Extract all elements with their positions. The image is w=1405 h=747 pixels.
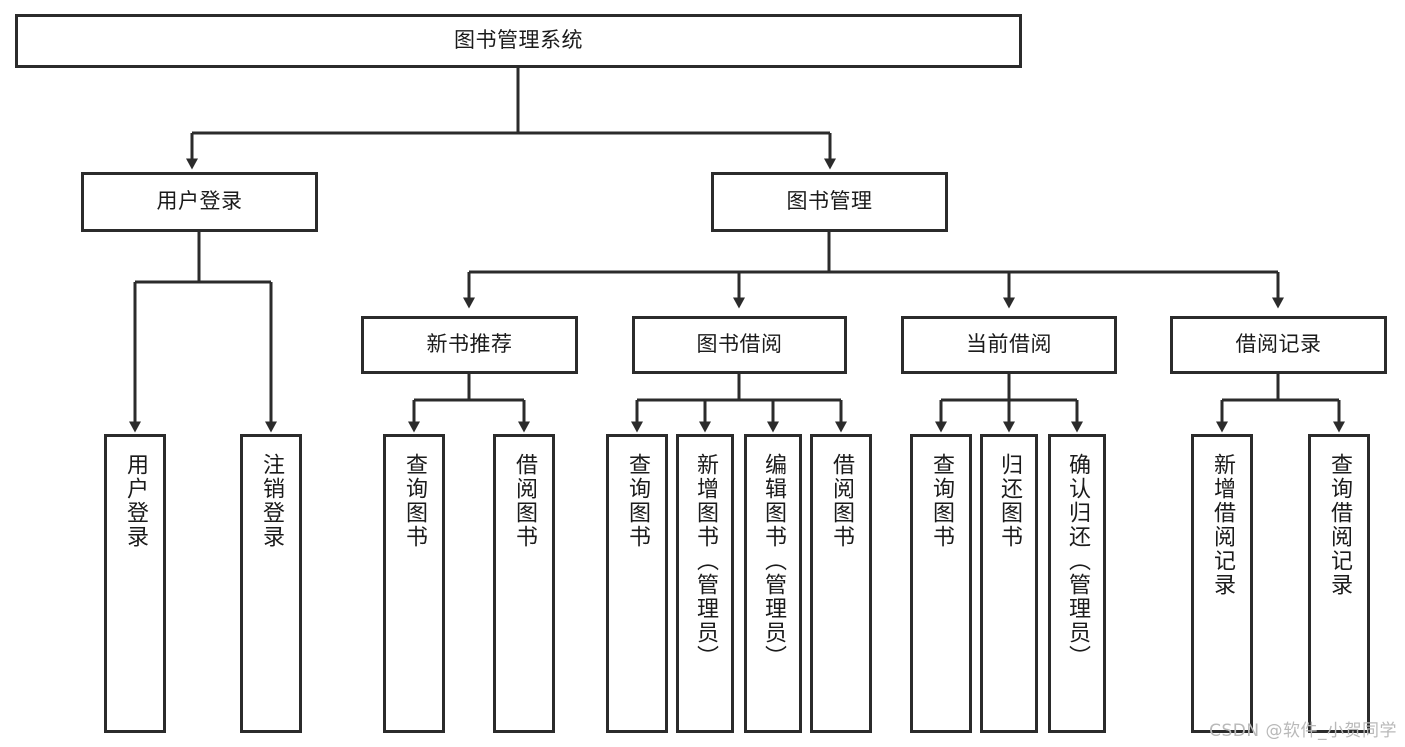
leaf-borrow-book[interactable]: 借阅图书 [810, 434, 872, 733]
leaf-query-book-borrow[interactable]: 查询图书 [606, 434, 668, 733]
node-borrow-record[interactable]: 借阅记录 [1170, 316, 1387, 374]
leaf-borrow-book-recommend[interactable]: 借阅图书 [493, 434, 555, 733]
node-book-borrow[interactable]: 图书借阅 [632, 316, 847, 374]
node-label: 查询图书 [402, 453, 427, 549]
watermark: CSDN @软件_小贺同学 [1209, 721, 1397, 741]
node-label: 借阅记录 [1235, 332, 1322, 357]
leaf-edit-book-admin[interactable]: 编辑图书（管理员） [744, 434, 802, 733]
leaf-query-book-recommend[interactable]: 查询图书 [383, 434, 445, 733]
node-label: 查询图书 [929, 453, 954, 549]
node-label: 当前借阅 [966, 332, 1052, 357]
node-root-book-management-system[interactable]: 图书管理系统 [15, 14, 1022, 68]
leaf-confirm-return-admin[interactable]: 确认归还（管理员） [1048, 434, 1106, 733]
leaf-add-borrow-record[interactable]: 新增借阅记录 [1191, 434, 1253, 733]
node-label: 归还图书 [997, 453, 1022, 549]
node-label: 注销登录 [259, 453, 284, 549]
leaf-user-login[interactable]: 用户登录 [104, 434, 166, 733]
node-label: 新增图书（管理员） [693, 453, 718, 669]
node-label: 确认归还（管理员） [1065, 453, 1090, 669]
node-label: 图书管理 [786, 189, 873, 214]
node-label: 图书管理系统 [454, 28, 583, 53]
node-label: 查询借阅记录 [1327, 453, 1352, 597]
leaf-return-book[interactable]: 归还图书 [980, 434, 1038, 733]
node-label: 查询图书 [625, 453, 650, 549]
node-label: 借阅图书 [512, 453, 537, 549]
node-label: 用户登录 [123, 453, 148, 549]
node-new-book-recommend[interactable]: 新书推荐 [361, 316, 578, 374]
node-label: 新增借阅记录 [1210, 453, 1235, 597]
node-label: 新书推荐 [426, 332, 513, 357]
node-label: 编辑图书（管理员） [761, 453, 786, 669]
leaf-query-borrow-record[interactable]: 查询借阅记录 [1308, 434, 1370, 733]
leaf-add-book-admin[interactable]: 新增图书（管理员） [676, 434, 734, 733]
node-user-login[interactable]: 用户登录 [81, 172, 318, 232]
node-label: 借阅图书 [829, 453, 854, 549]
node-current-borrow[interactable]: 当前借阅 [901, 316, 1117, 374]
leaf-user-logout[interactable]: 注销登录 [240, 434, 302, 733]
node-book-management[interactable]: 图书管理 [711, 172, 948, 232]
node-label: 用户登录 [156, 189, 243, 214]
node-label: 图书借阅 [696, 332, 783, 357]
leaf-query-book-current[interactable]: 查询图书 [910, 434, 972, 733]
